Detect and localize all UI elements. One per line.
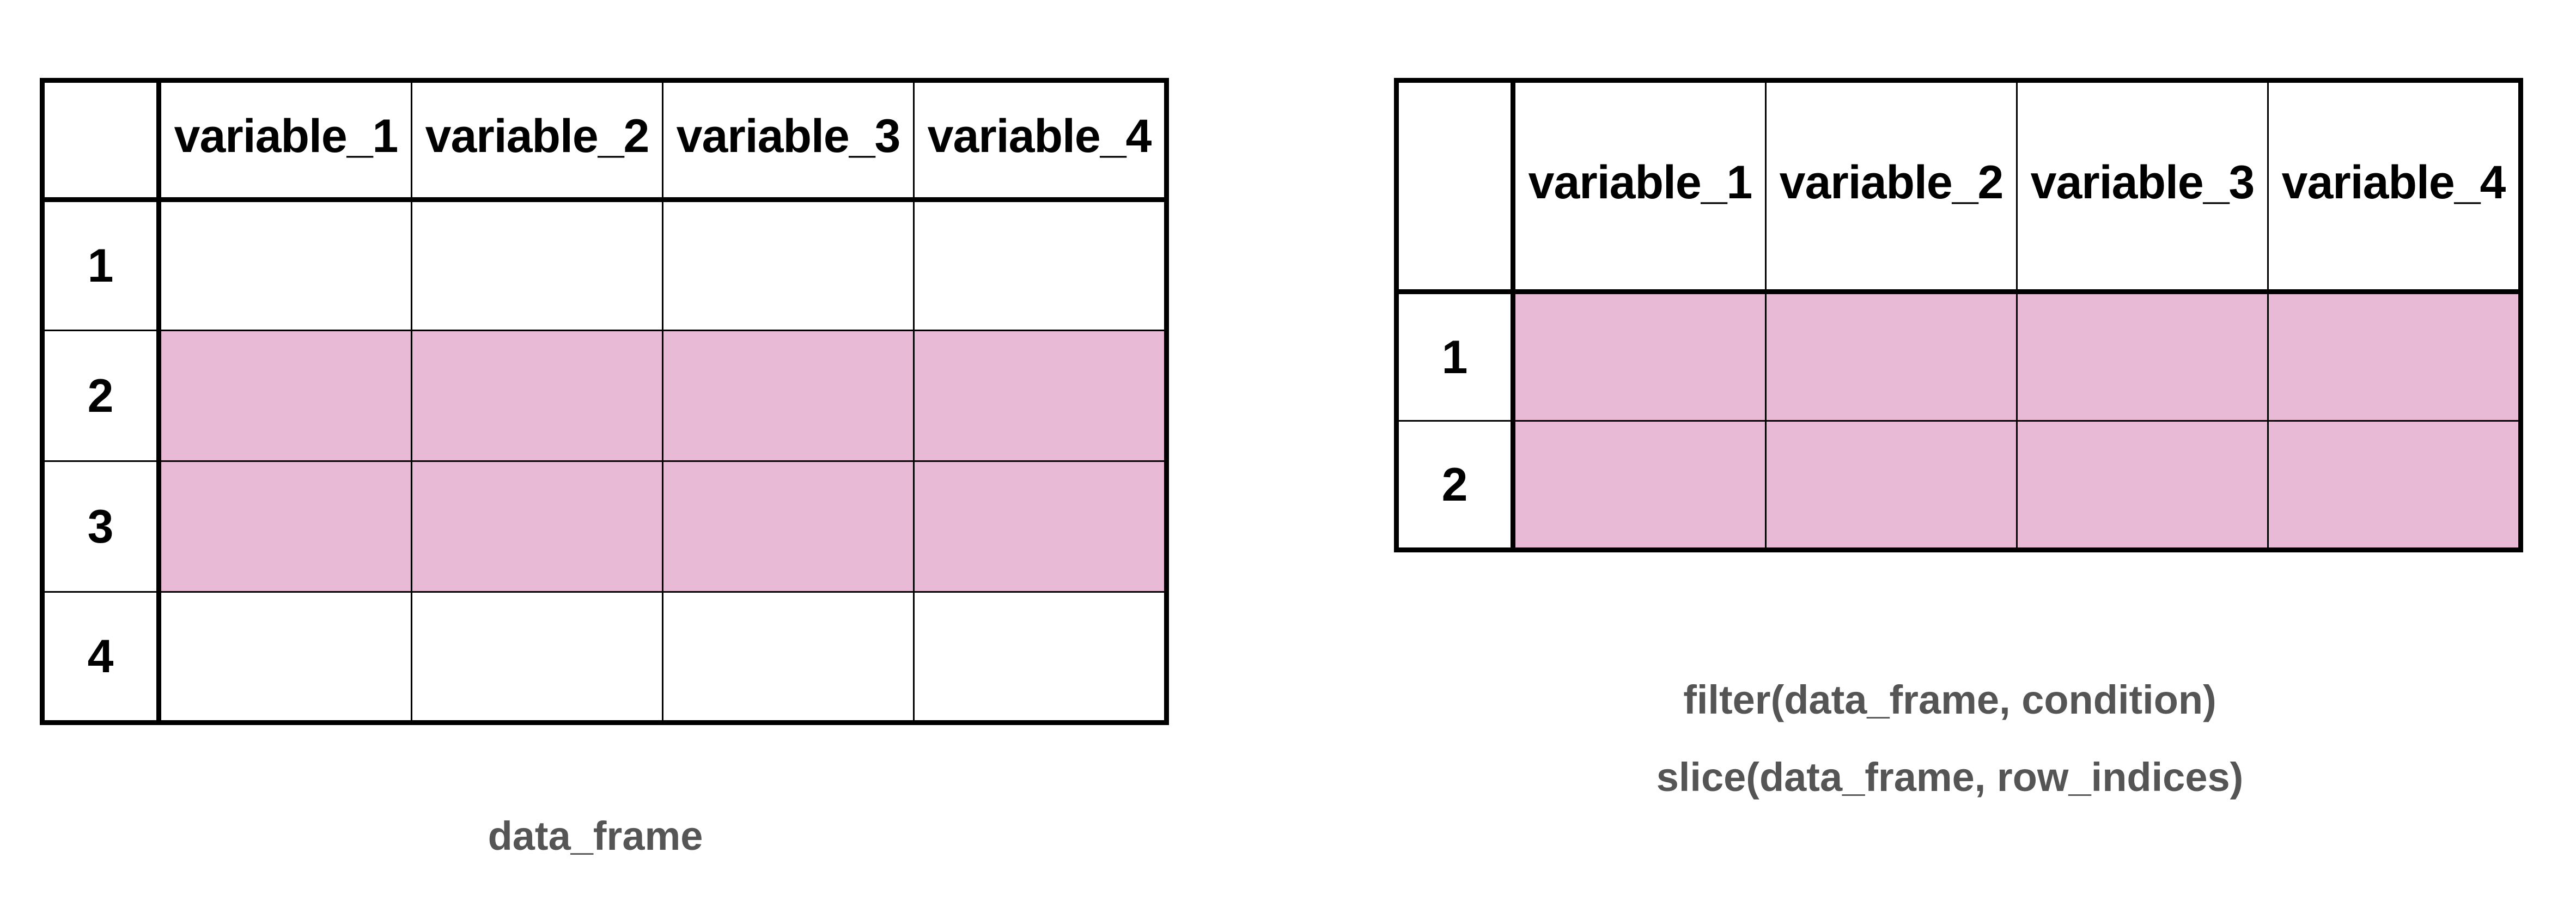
data-cell xyxy=(662,199,915,331)
table-row-highlighted: 1 xyxy=(1394,291,2523,422)
data-cell-highlighted xyxy=(2267,291,2523,422)
row-index-cell: 4 xyxy=(40,591,161,725)
column-header-label: variable_3 xyxy=(2030,156,2255,209)
caption-data-frame: data_frame xyxy=(488,813,703,859)
data-cell-highlighted xyxy=(2016,420,2269,552)
table-row-highlighted: 2 xyxy=(40,330,1169,462)
data-cell-highlighted xyxy=(1512,291,1767,422)
column-header-variable-2: variable_2 xyxy=(1765,78,2018,294)
column-header-variable-3: variable_3 xyxy=(2016,78,2269,294)
data-cell xyxy=(158,591,412,725)
row-index-label: 4 xyxy=(87,630,114,683)
data-cell-highlighted xyxy=(913,330,1169,462)
table-header-row: variable_1 variable_2 variable_3 variabl… xyxy=(40,78,1169,202)
table-header-row: variable_1 variable_2 variable_3 variabl… xyxy=(1394,78,2523,294)
row-index-cell: 2 xyxy=(40,330,161,462)
data-cell-highlighted xyxy=(411,460,663,593)
result-table: variable_1 variable_2 variable_3 variabl… xyxy=(1394,78,2523,552)
caption-filter-function: filter(data_frame, condition) xyxy=(1683,677,2216,722)
data-cell-highlighted xyxy=(1512,420,1767,552)
data-cell-highlighted xyxy=(2016,291,2269,422)
table-row-highlighted: 3 xyxy=(40,460,1169,593)
index-header-cell xyxy=(40,78,161,202)
column-header-label: variable_4 xyxy=(927,110,1152,162)
row-index-label: 1 xyxy=(87,240,114,292)
data-cell-highlighted xyxy=(662,330,915,462)
data-frame-table: variable_1 variable_2 variable_3 variabl… xyxy=(40,78,1169,725)
row-index-cell: 3 xyxy=(40,460,161,593)
data-cell xyxy=(913,199,1169,331)
table-row-highlighted: 2 xyxy=(1394,420,2523,552)
data-cell xyxy=(913,591,1169,725)
row-index-label: 1 xyxy=(1441,331,1468,384)
column-header-variable-2: variable_2 xyxy=(411,78,663,202)
column-header-label: variable_2 xyxy=(425,110,650,162)
column-header-variable-1: variable_1 xyxy=(158,78,412,202)
data-cell-highlighted xyxy=(662,460,915,593)
data-cell xyxy=(411,591,663,725)
data-cell-highlighted xyxy=(158,460,412,593)
data-cell-highlighted xyxy=(913,460,1169,593)
data-cell-highlighted xyxy=(1765,420,2018,552)
index-header-cell xyxy=(1394,78,1515,294)
column-header-label: variable_4 xyxy=(2281,156,2506,209)
data-cell-highlighted xyxy=(158,330,412,462)
column-header-label: variable_3 xyxy=(676,110,901,162)
column-header-label: variable_2 xyxy=(1779,156,2004,209)
caption-slice-function: slice(data_frame, row_indices) xyxy=(1656,754,2244,800)
row-index-label: 3 xyxy=(87,500,114,553)
row-index-cell: 1 xyxy=(1394,291,1515,422)
data-cell-highlighted xyxy=(2267,420,2523,552)
row-index-label: 2 xyxy=(1441,458,1468,511)
data-cell xyxy=(411,199,663,331)
row-index-cell: 2 xyxy=(1394,420,1515,552)
column-header-label: variable_1 xyxy=(174,110,399,162)
column-header-variable-3: variable_3 xyxy=(662,78,915,202)
data-cell-highlighted xyxy=(411,330,663,462)
row-index-label: 2 xyxy=(87,369,114,422)
column-header-variable-4: variable_4 xyxy=(913,78,1169,202)
table-row: 1 xyxy=(40,199,1169,331)
data-cell xyxy=(662,591,915,725)
column-header-variable-4: variable_4 xyxy=(2267,78,2523,294)
column-header-variable-1: variable_1 xyxy=(1512,78,1767,294)
column-header-label: variable_1 xyxy=(1528,156,1753,209)
data-cell-highlighted xyxy=(1765,291,2018,422)
row-index-cell: 1 xyxy=(40,199,161,331)
table-row: 4 xyxy=(40,591,1169,725)
data-cell xyxy=(158,199,412,331)
